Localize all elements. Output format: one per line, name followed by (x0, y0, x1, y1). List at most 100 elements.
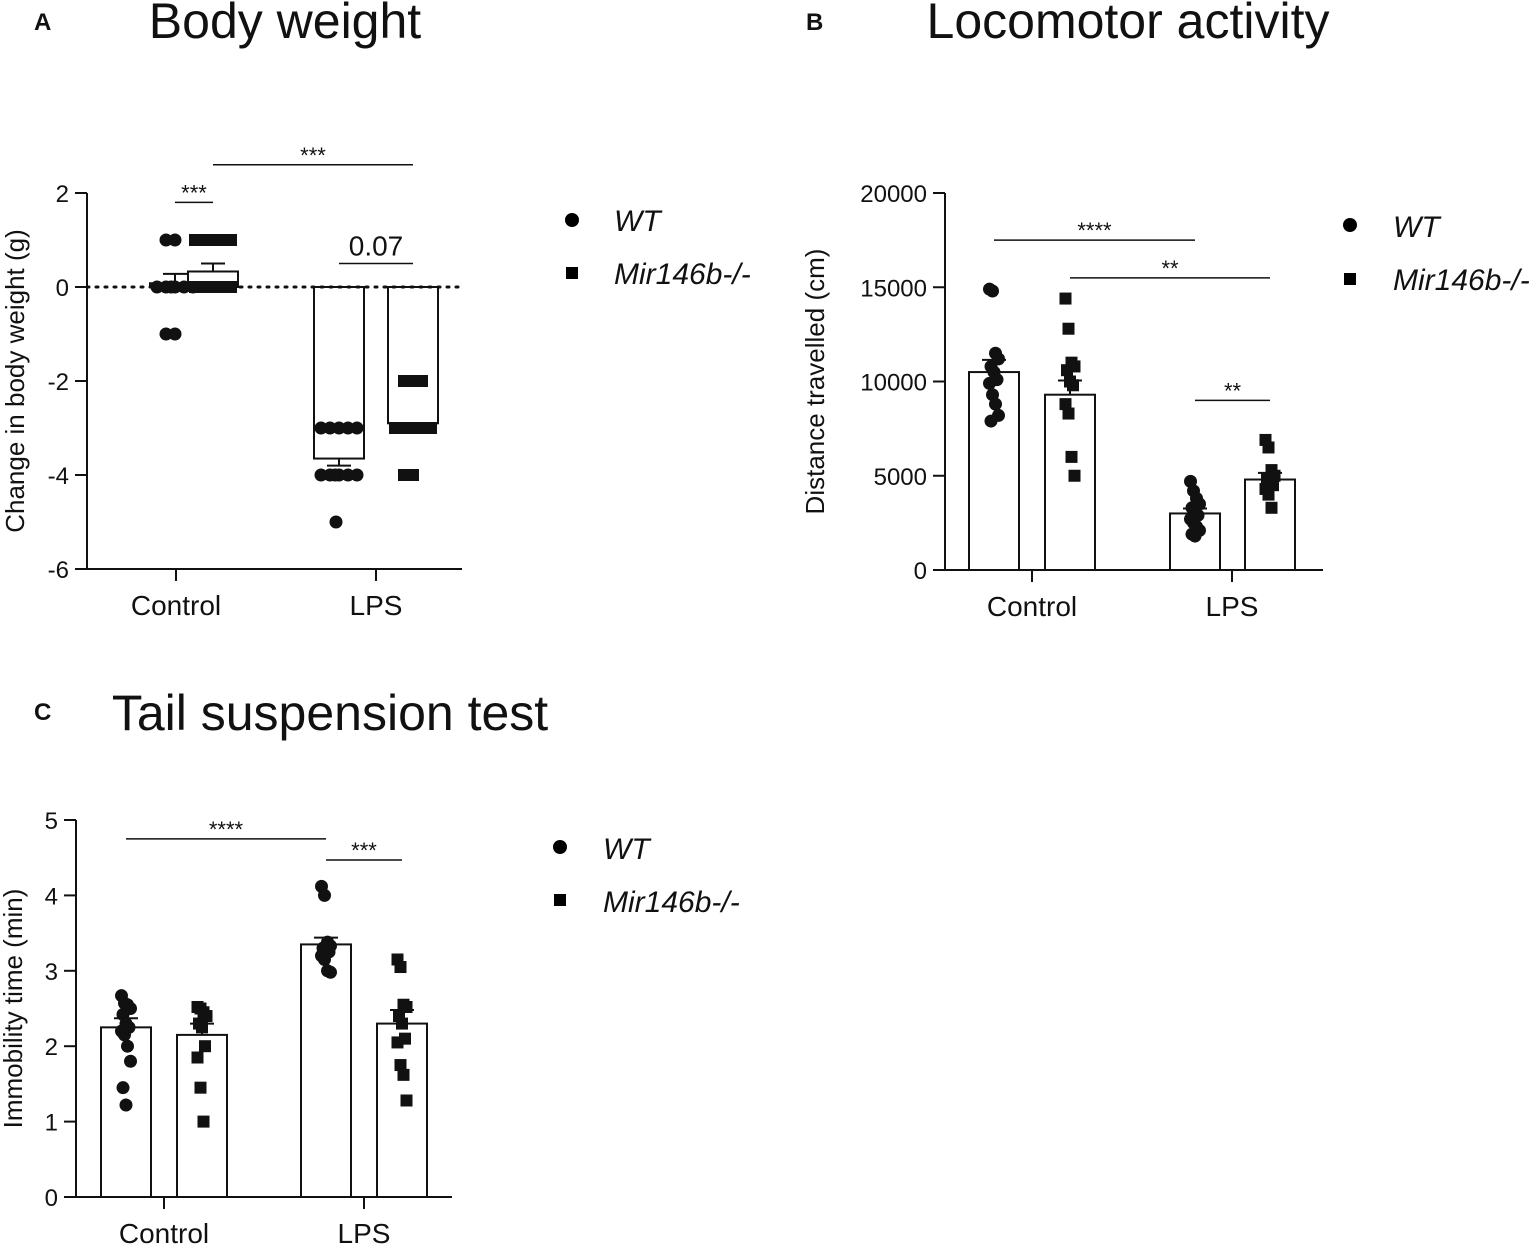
legend-mir146b-marker (566, 267, 578, 279)
panel-c-label: C (34, 699, 51, 726)
significance-label: ** (1224, 378, 1242, 403)
data-point (1062, 322, 1075, 335)
data-point (425, 422, 437, 434)
data-point (168, 233, 182, 247)
data-point (318, 952, 331, 966)
data-point (1262, 488, 1275, 501)
data-point (189, 234, 201, 246)
data-point (329, 515, 343, 529)
data-point (116, 1081, 130, 1095)
data-point (124, 1054, 137, 1068)
significance-label: **** (209, 817, 244, 842)
panel-b-locomotor-activity: B Locomotor activity 2000015000100005000… (800, 0, 1530, 622)
data-point (394, 961, 407, 974)
data-point (168, 327, 182, 341)
data-point (121, 1039, 134, 1053)
y-tick-label: 15000 (860, 275, 927, 302)
x-tick-label: Control (119, 1218, 209, 1245)
y-tick-label: 3 (45, 959, 58, 986)
panel-a-title: Body weight (149, 0, 421, 49)
data-point (1262, 441, 1275, 454)
data-point (118, 1028, 131, 1042)
data-point (199, 1040, 211, 1053)
legend-wt-label: WT (1393, 211, 1442, 244)
panel-b-legend: WT Mir146b-/- (1343, 211, 1530, 297)
data-point (341, 468, 355, 482)
legend-wt-label: WT (614, 205, 663, 238)
data-point (1062, 407, 1075, 420)
x-tick-label: LPS (338, 1218, 391, 1245)
data-point (1059, 292, 1072, 305)
data-point (197, 1115, 210, 1128)
data-point (1068, 469, 1081, 482)
x-tick-label: Control (987, 591, 1077, 622)
legend-mir146b-label: Mir146b-/- (1393, 264, 1530, 297)
data-point (196, 1021, 208, 1034)
bar (1044, 393, 1096, 571)
panel-a-legend: WT Mir146b-/- (565, 205, 751, 291)
y-tick-label: 5000 (874, 464, 927, 491)
data-point (318, 888, 331, 902)
y-tick-label: 10000 (860, 370, 927, 397)
data-point (324, 965, 337, 979)
legend-wt-marker (553, 840, 567, 854)
data-point (1061, 364, 1073, 377)
data-point (389, 422, 401, 434)
data-point (398, 375, 410, 387)
data-point (1265, 501, 1278, 514)
data-point (350, 468, 364, 482)
data-point (1059, 398, 1072, 411)
data-point (986, 284, 999, 298)
data-point (396, 1017, 408, 1030)
data-point (323, 421, 337, 435)
bar (300, 943, 352, 1198)
data-point (314, 468, 328, 482)
y-tick-label: -6 (48, 557, 69, 584)
data-point (1188, 529, 1202, 543)
y-tick-label: 2 (45, 1034, 58, 1061)
data-point (341, 421, 355, 435)
x-tick-label: Control (131, 590, 221, 621)
legend-mir146b-label: Mir146b-/- (614, 258, 751, 291)
legend-mir146b-label: Mir146b-/- (603, 886, 740, 919)
legend-wt-marker (1343, 218, 1357, 232)
data-point (159, 233, 173, 247)
data-point (225, 234, 237, 246)
data-point (350, 421, 364, 435)
data-point (397, 1068, 410, 1081)
y-axis-label: Distance travelled (cm) (800, 249, 830, 515)
data-point (194, 1081, 207, 1094)
panel-a-label: A (34, 9, 51, 36)
significance-label: **** (1077, 218, 1112, 243)
data-point (400, 1000, 413, 1013)
bar (387, 286, 439, 425)
significance-label: *** (351, 838, 377, 863)
significance-label: ** (1161, 256, 1179, 281)
legend-mir146b-marker (554, 894, 566, 906)
x-tick-label: LPS (350, 590, 403, 621)
panel-b-label: B (806, 9, 823, 36)
y-tick-label: 20000 (860, 181, 927, 208)
significance-label: *** (181, 180, 207, 205)
data-point (416, 375, 428, 387)
y-tick-label: 0 (56, 275, 69, 302)
y-tick-label: 5 (45, 808, 58, 835)
data-point (400, 1094, 413, 1107)
y-tick-label: 0 (45, 1185, 58, 1212)
legend-mir146b-marker (1344, 273, 1356, 285)
data-point (391, 1036, 404, 1049)
y-tick-label: 1 (45, 1110, 58, 1137)
y-tick-label: 2 (56, 181, 69, 208)
x-tick-label: LPS (1206, 591, 1259, 622)
data-point (394, 1059, 407, 1072)
data-point (332, 421, 346, 435)
y-axis-label: Immobility time (min) (0, 889, 28, 1129)
legend-wt-label: WT (603, 833, 652, 866)
data-point (150, 280, 164, 294)
panel-c-legend: WT Mir146b-/- (553, 833, 740, 919)
